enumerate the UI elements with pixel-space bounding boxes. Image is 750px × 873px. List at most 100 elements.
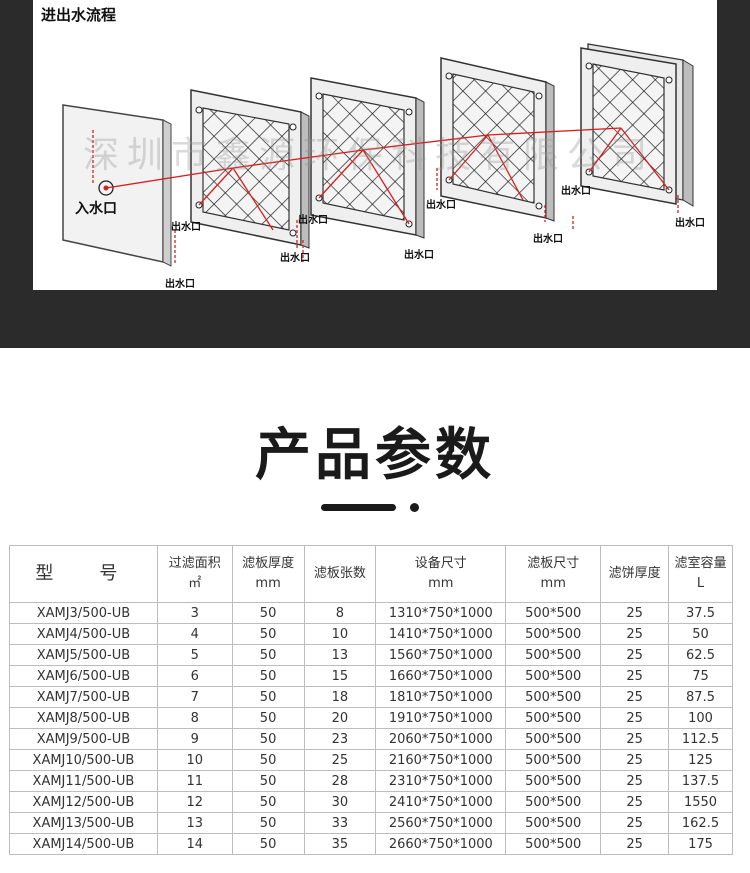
header-label: 过滤面积 [168,556,221,571]
cell-filter-area: 11 [156,770,233,792]
cell-plate-count: 25 [303,749,377,771]
cell-equipment-size: 1910*750*1000 [375,707,507,729]
header-label: 设备尺寸 [414,556,467,571]
tail-end-plate [580,43,694,207]
cell-equipment-size: 1410*750*1000 [375,623,507,645]
cell-model: XAMJ10/500-UB [9,749,158,771]
cell-filter-area: 14 [156,833,233,855]
cell-chamber-volume: 112.5 [668,728,733,750]
cell-equipment-size: 2560*750*1000 [375,812,507,834]
cell-model: XAMJ9/500-UB [9,728,158,750]
filter-plate-3 [440,57,555,222]
cell-cake-thickness: 25 [600,833,670,855]
header-filter-area: 过滤面积 ㎡ [156,545,233,603]
cell-plate-size: 500*500 [505,749,602,771]
cell-filter-area: 4 [156,623,233,645]
cell-chamber-volume: 137.5 [668,770,733,792]
header-plate-thickness: 滤板厚度 mm [231,545,305,603]
cell-chamber-volume: 62.5 [668,644,733,666]
cell-chamber-volume: 175 [668,833,733,855]
cell-plate-count: 23 [303,728,377,750]
cell-filter-area: 5 [156,644,233,666]
cell-model: XAMJ6/500-UB [9,665,158,687]
cell-model: XAMJ7/500-UB [9,686,158,708]
cell-cake-thickness: 25 [600,623,670,645]
cell-equipment-size: 1660*750*1000 [375,665,507,687]
cell-filter-area: 13 [156,812,233,834]
cell-plate-count: 28 [303,770,377,792]
cell-plate-thickness: 50 [231,833,305,855]
cell-plate-thickness: 50 [231,602,305,624]
cell-cake-thickness: 25 [600,644,670,666]
cell-cake-thickness: 25 [600,749,670,771]
cell-cake-thickness: 25 [600,791,670,813]
cell-plate-count: 10 [303,623,377,645]
outlet-label-5: 出水口 [404,250,434,261]
outlet-label-4: 出水口 [298,215,328,226]
cell-plate-count: 35 [303,833,377,855]
cell-chamber-volume: 125 [668,749,733,771]
cell-cake-thickness: 25 [600,602,670,624]
header-label: 滤室容量 [674,556,727,571]
cell-equipment-size: 2060*750*1000 [375,728,507,750]
cell-plate-count: 8 [303,602,377,624]
cell-plate-thickness: 50 [231,665,305,687]
header-label: 滤板尺寸 [527,556,580,571]
cell-plate-thickness: 50 [231,686,305,708]
cell-plate-thickness: 50 [231,770,305,792]
header-unit: ㎡ [188,576,202,591]
cell-equipment-size: 1310*750*1000 [375,602,507,624]
cell-model: XAMJ14/500-UB [9,833,158,855]
outlet-label-2: 出水口 [165,279,195,290]
outlet-label-8: 出水口 [561,186,591,197]
cell-plate-size: 500*500 [505,833,602,855]
header-label: 型 号 [35,563,132,584]
cell-model: XAMJ12/500-UB [9,791,158,813]
cell-filter-area: 9 [156,728,233,750]
cell-chamber-volume: 162.5 [668,812,733,834]
cell-plate-thickness: 50 [231,791,305,813]
header-model: 型 号 [9,545,158,603]
product-parameters-table: 型 号 过滤面积 ㎡ 滤板厚度 mm 滤板张数 设备尺寸 mm 滤板尺寸 mm [9,545,733,855]
cell-cake-thickness: 25 [600,812,670,834]
cell-plate-size: 500*500 [505,686,602,708]
inlet-label: 入水口 [75,201,117,217]
cell-equipment-size: 2410*750*1000 [375,791,507,813]
cell-model: XAMJ11/500-UB [9,770,158,792]
cell-plate-thickness: 50 [231,707,305,729]
cell-chamber-volume: 37.5 [668,602,733,624]
cell-model: XAMJ4/500-UB [9,623,158,645]
cell-plate-count: 20 [303,707,377,729]
section-title: 产品参数 [255,423,495,488]
cell-filter-area: 8 [156,707,233,729]
company-watermark: 深圳市鑫源环保科技有限公司 [83,135,656,176]
cell-model: XAMJ3/500-UB [9,602,158,624]
outlet-label-6: 出水口 [426,200,456,211]
cell-filter-area: 3 [156,602,233,624]
cell-cake-thickness: 25 [600,686,670,708]
filter-plates-illustration [62,43,694,267]
cell-filter-area: 6 [156,665,233,687]
cell-filter-area: 7 [156,686,233,708]
cell-equipment-size: 1810*750*1000 [375,686,507,708]
header-unit: mm [255,576,281,591]
header-plate-size: 滤板尺寸 mm [505,545,602,603]
header-label: 滤饼厚度 [608,566,661,581]
header-unit: mm [428,576,454,591]
cell-chamber-volume: 87.5 [668,686,733,708]
cell-plate-thickness: 50 [231,644,305,666]
cell-plate-size: 500*500 [505,791,602,813]
table-header-row: 型 号 过滤面积 ㎡ 滤板厚度 mm 滤板张数 设备尺寸 mm 滤板尺寸 mm [9,545,733,603]
cell-plate-size: 500*500 [505,623,602,645]
cell-chamber-volume: 100 [668,707,733,729]
cell-cake-thickness: 25 [600,707,670,729]
